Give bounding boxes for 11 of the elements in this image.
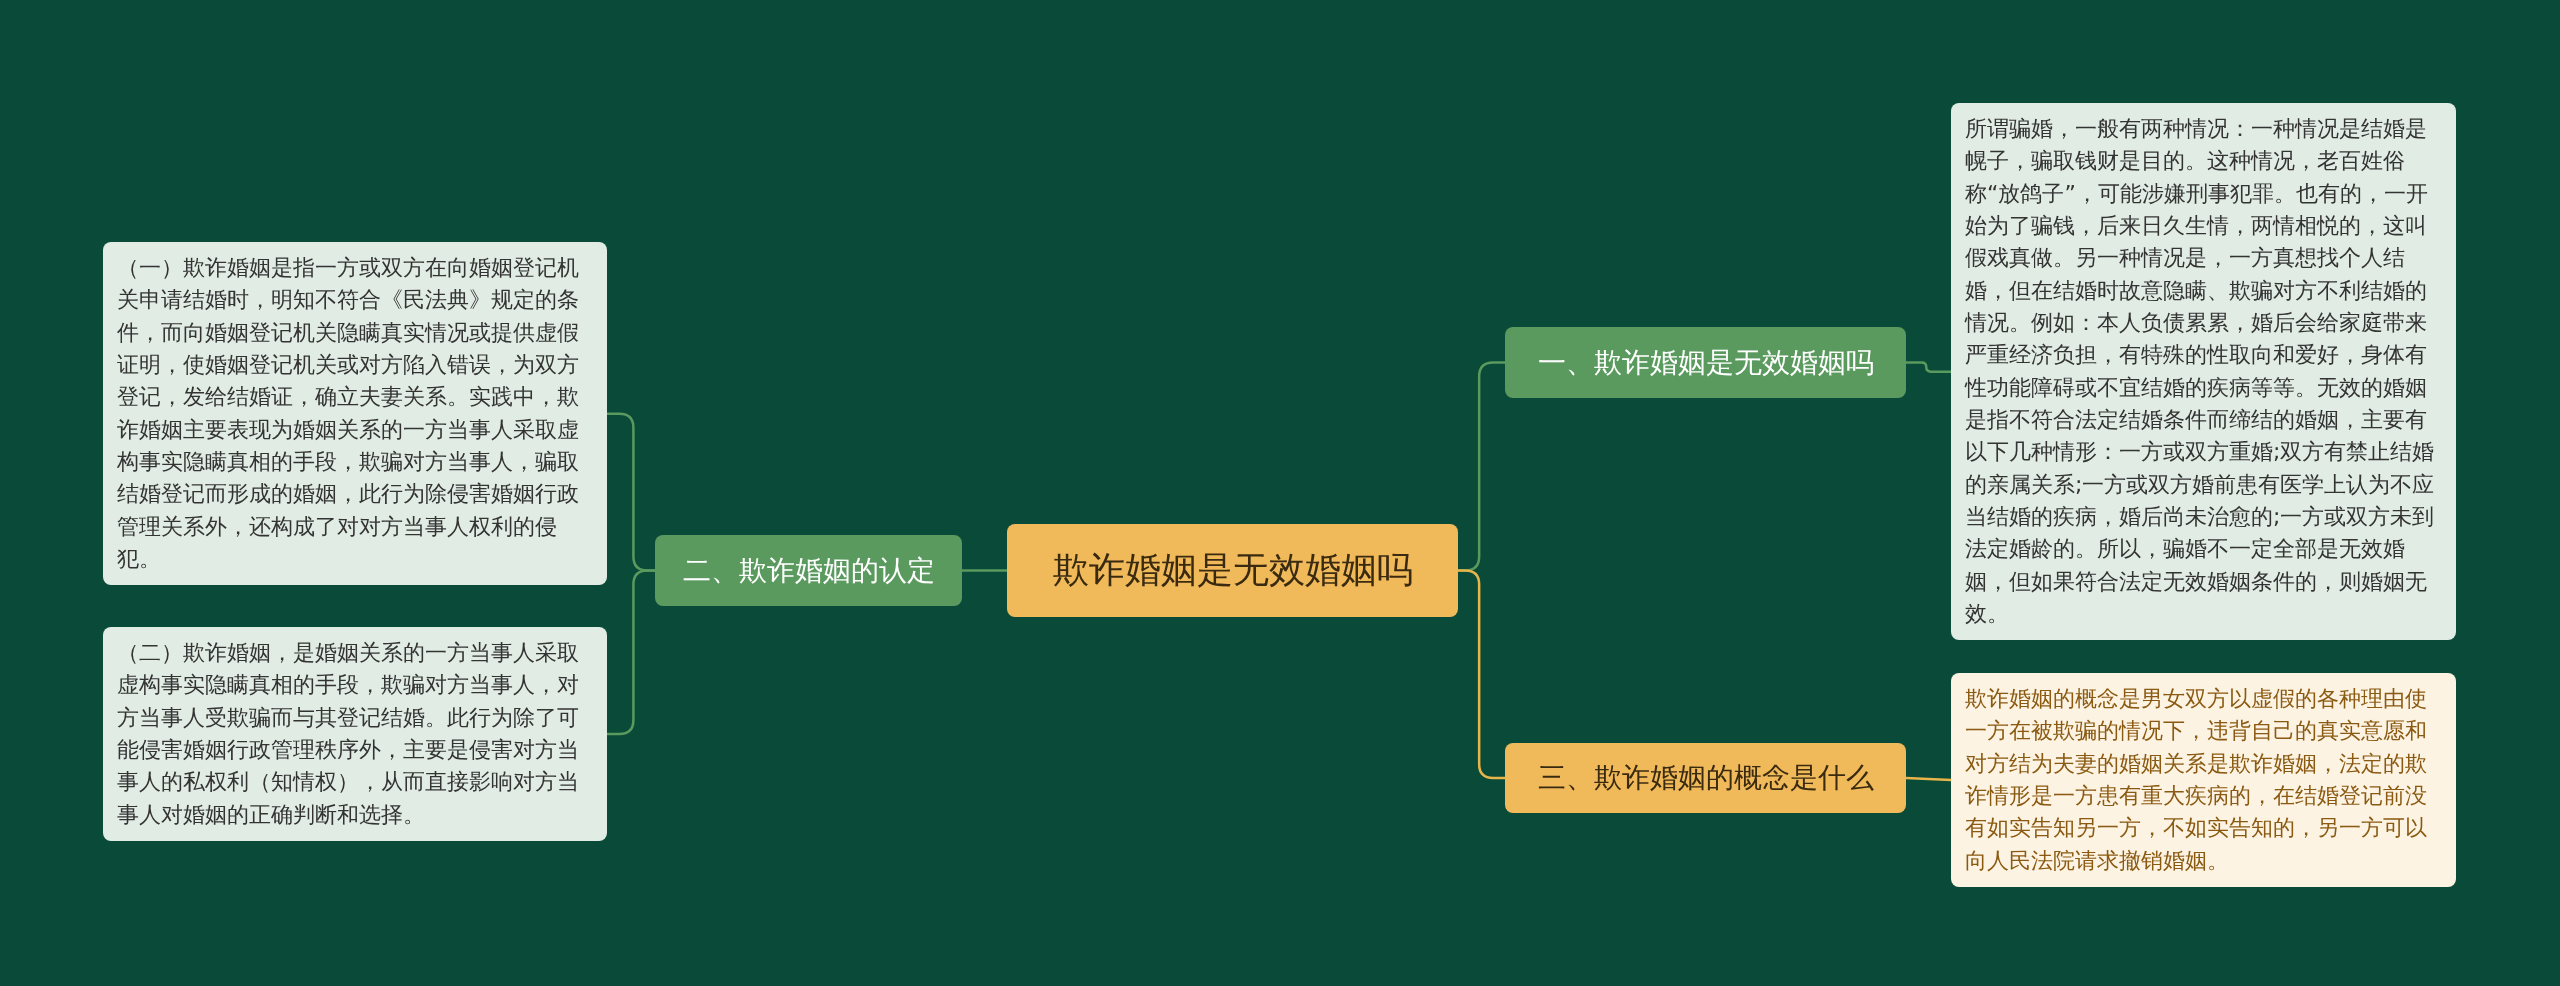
text-box: （一）欺诈婚姻是指一方或双方在向婚姻登记机关申请结婚时，明知不符合《民法典》规定的条件，而向婚姻登记机关隐瞒真实情况或提供虚假证明，使婚姻登记机关或对方陷入错误，为双方登记，发给结婚证，确立夫妻关系。实践中，欺诈婚姻主要表现为婚姻关系的一方当事人采取虚构事实隐瞒真相的手段，欺骗对方当事人，骗取结婚登记而形成的婚姻，此行为除侵害婚姻行政管理关系外，还构成了对对方当事人权利的侵犯。 — [103, 242, 607, 586]
connector-line — [962, 569, 1007, 572]
text-box: （二）欺诈婚姻，是婚姻关系的一方当事人采取虚构事实隐瞒真相的手段，欺骗对方当事人，对方当事人受欺骗而与其登记结婚。此行为除了可能侵害婚姻行政管理秩序外，主要是侵害对方当事人的私权利（知情权），从而直接影响对方当事人对婚姻的正确判断和选择。 — [103, 627, 607, 841]
root-topic-box: 欺诈婚姻是无效婚姻吗 — [1007, 524, 1458, 617]
text-box: 所谓骗婚，一般有两种情况：一种情况是结婚是幌子，骗取钱财是目的。这种情况，老百姓俗称“放鸽子”，可能涉嫌刑事犯罪。也有的，一开始为了骗钱，后来日久生情，两情相悦的，这叫假戏真做。另一种情况是，一方真想找个人结婚，但在结婚时故意隐瞒、欺骗对方不利结婚的情况。例如：本人负债累累，婚后会给家庭带来严重经济负担，有特殊的性取向和爱好，身体有性功能障碍或不宜结婚的疾病等等。无效的婚姻是指不符合法定结婚条件而缔结的婚姻，主要有以下几种情形：一方或双方重婚;双方有禁止结婚的亲属关系;一方或双方婚前患有医学上认为不应当结婚的疾病，婚后尚未治愈的;一方或双方未到法定婚龄的。所以，骗婚不一定全部是无效婚姻，但如果符合法定无效婚姻条件的，则婚姻无效。 — [1951, 103, 2456, 641]
topic-box: 二、欺诈婚姻的认定 — [655, 535, 962, 606]
text-box: 欺诈婚姻的概念是男女双方以虚假的各种理由使一方在被欺骗的情况下，违背自己的真实意愿和对方结为夫妻的婚姻关系是欺诈婚姻，法定的欺诈情形是一方患有重大疾病的，在结婚登记前没有如实告知另一方，不如实告知的，另一方可以向人民法院请求撤销婚姻。 — [1951, 673, 2456, 887]
connector-line — [1905, 776, 1952, 782]
connector-line — [1906, 361, 1951, 373]
topic-box: 一、欺诈婚姻是无效婚姻吗 — [1505, 327, 1906, 398]
topic-box: 三、欺诈婚姻的概念是什么 — [1505, 743, 1906, 813]
